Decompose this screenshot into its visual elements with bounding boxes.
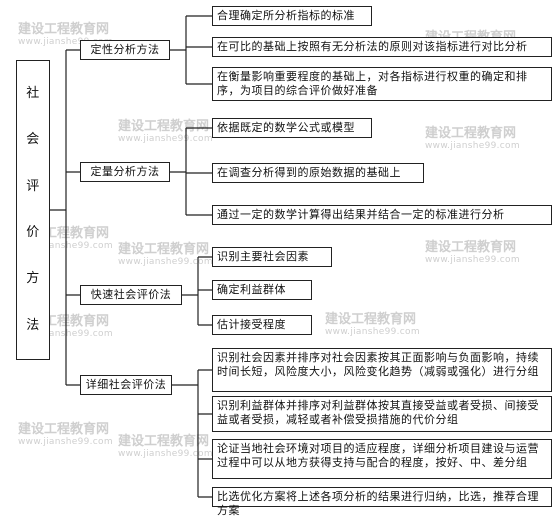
leaf-node: 比选优化方案将上述各项分析的结果进行归纳，比选，推荐合理方案 [212,487,552,517]
category-quantitative-analysis: 定量分析方法 [80,162,170,182]
leaf-node: 识别主要社会因素 [212,247,332,267]
leaf-node: 在调查分析得到的原始数据的基础上 [212,163,424,183]
leaf-node: 合理确定所分析指标的标准 [212,6,372,26]
category-rapid-social-evaluation: 快速社会评价法 [80,285,182,305]
category-qualitative-analysis: 定性分析方法 [80,40,170,60]
root-char: 方 [26,271,40,287]
leaf-node: 确定利益群体 [212,280,312,300]
leaf-node: 识别利益群体并排序对利益群体按其直接受益或者受损、间接受益或者受损，减轻或者补偿… [212,396,552,432]
leaf-node: 在衡量影响重要程度的基础上，对各指标进行权重的确定和排序，为项目的综合评价做好准… [212,67,552,101]
leaf-node: 估计接受程度 [212,315,312,335]
root-char: 评 [26,178,40,194]
leaf-node: 论证当地社会环境对项目的适应程度，详细分析项目建设与运营过程中可以从地方获得支持… [212,439,552,479]
leaf-node: 识别社会因素并排序对社会因素按其正面影响与负面影响，持续时间长短，风险度大小，风… [212,348,552,392]
root-node-social-evaluation-methods: 社 会 评 价 方 法 [16,60,50,360]
leaf-node: 在可比的基础上按照有无分析法的原则对该指标进行对比分析 [212,37,552,57]
category-detailed-social-evaluation: 详细社会评价法 [80,375,172,395]
root-char: 法 [26,317,40,333]
root-char: 价 [26,225,40,241]
leaf-node: 通过一定的数学计算得出结果并结合一定的标准进行分析 [212,205,552,225]
root-char: 会 [26,132,40,148]
leaf-node: 依据既定的数学公式或模型 [212,118,372,138]
root-char: 社 [26,86,40,102]
